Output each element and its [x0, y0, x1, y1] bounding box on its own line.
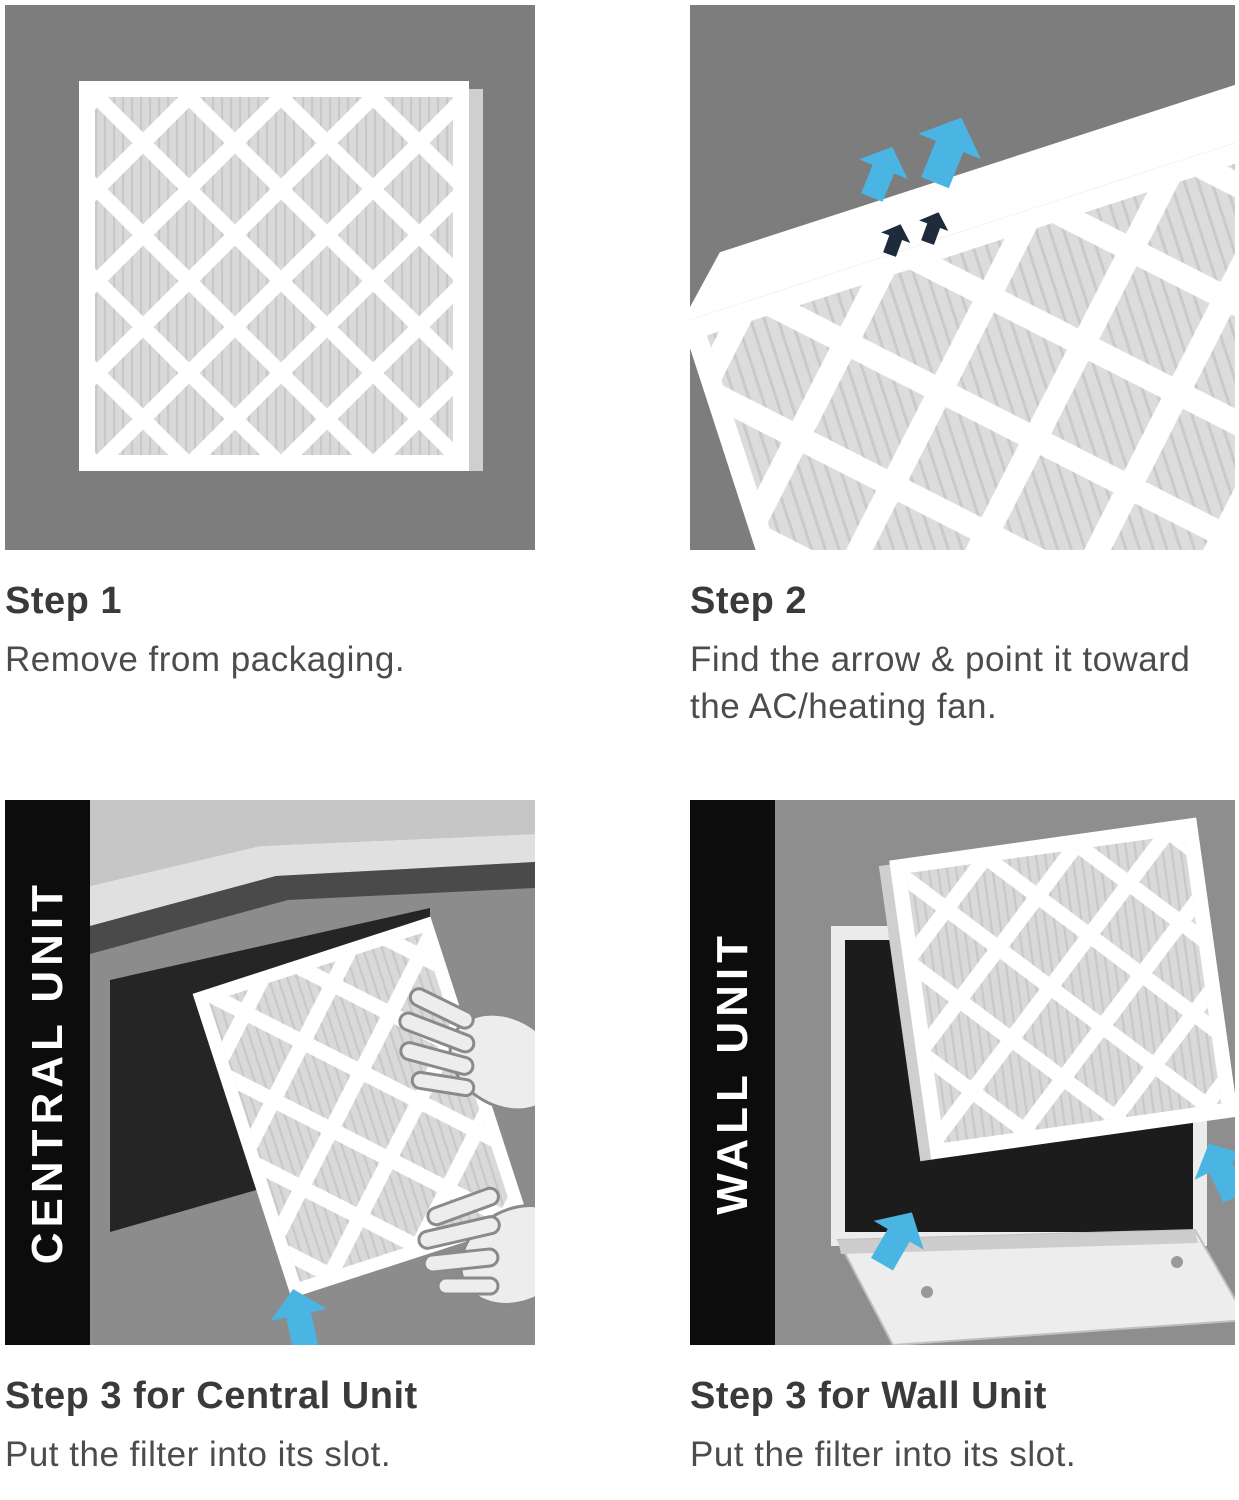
step-3-central-title: Step 3 for Central Unit: [5, 1375, 418, 1417]
insert-direction-arrow-icon: [1194, 1143, 1235, 1203]
air-filter: [878, 817, 1235, 1162]
blue-airflow-arrows: [858, 117, 981, 202]
step-1-title: Step 1: [5, 580, 123, 622]
central-unit-band: CENTRAL UNIT: [5, 800, 90, 1345]
wall-unit-band-label: WALL UNIT: [707, 930, 757, 1215]
printed-airflow-arrows: [881, 212, 949, 257]
insert-direction-arrow-icon: [270, 1289, 327, 1345]
packaged-filter-illustration: [5, 5, 535, 550]
step-3-central-caption: Put the filter into its slot.: [5, 1435, 392, 1474]
step-1-panel: [5, 5, 535, 550]
airflow-arrow-icon: [918, 117, 981, 189]
step-3-wall-panel: WALL UNIT: [690, 800, 1235, 1345]
step-3-central-panel: CENTRAL UNIT: [5, 800, 535, 1345]
step-2-caption: Find the arrow & point it toward the AC/…: [690, 640, 1191, 726]
filter-airflow-arrow-illustration: [690, 5, 1235, 550]
filter-media: [95, 97, 453, 455]
furnace-duct: [90, 800, 535, 954]
step-2-panel: [690, 5, 1235, 550]
lower-hand: [417, 1186, 535, 1306]
vent-door-hinge: [838, 1230, 1198, 1254]
printed-arrow-icon: [919, 212, 949, 245]
insert-direction-arrow-icon: [871, 1212, 924, 1271]
filter-media: [208, 933, 513, 1282]
door-screw-hole: [921, 1286, 933, 1298]
filter-media: [906, 834, 1222, 1143]
step-2-title: Step 2: [690, 580, 808, 622]
printed-arrow-icon: [881, 224, 911, 257]
central-unit-band-label: CENTRAL UNIT: [22, 880, 72, 1265]
central-unit-insertion-illustration: [90, 800, 535, 1345]
step-1-caption: Remove from packaging.: [5, 640, 406, 679]
step-3-wall-section: WALL UNIT Step 3 for Wa: [690, 800, 1235, 1479]
step-3-wall-title: Step 3 for Wall Unit: [690, 1375, 1047, 1417]
step-3-wall-caption: Put the filter into its slot.: [690, 1435, 1077, 1474]
filter-side-depth: [878, 864, 935, 1162]
tilted-air-filter: [690, 68, 1235, 550]
door-screw-hole: [1171, 1256, 1183, 1268]
step-3-central-section: CENTRAL UNIT: [5, 800, 535, 1479]
filter-side-depth: [469, 89, 483, 471]
step-1-section: Step 1 Remove from packaging.: [5, 5, 535, 684]
wall-unit-band: WALL UNIT: [690, 800, 775, 1345]
airflow-arrow-icon: [858, 146, 908, 202]
wall-unit-insertion-illustration: [775, 800, 1235, 1345]
filter-media: [706, 163, 1235, 550]
step-2-section: Step 2 Find the arrow & point it toward …: [690, 5, 1235, 731]
upper-hand: [398, 987, 535, 1112]
filter-top-edge: [690, 68, 1235, 323]
vent-door: [836, 1228, 1235, 1345]
